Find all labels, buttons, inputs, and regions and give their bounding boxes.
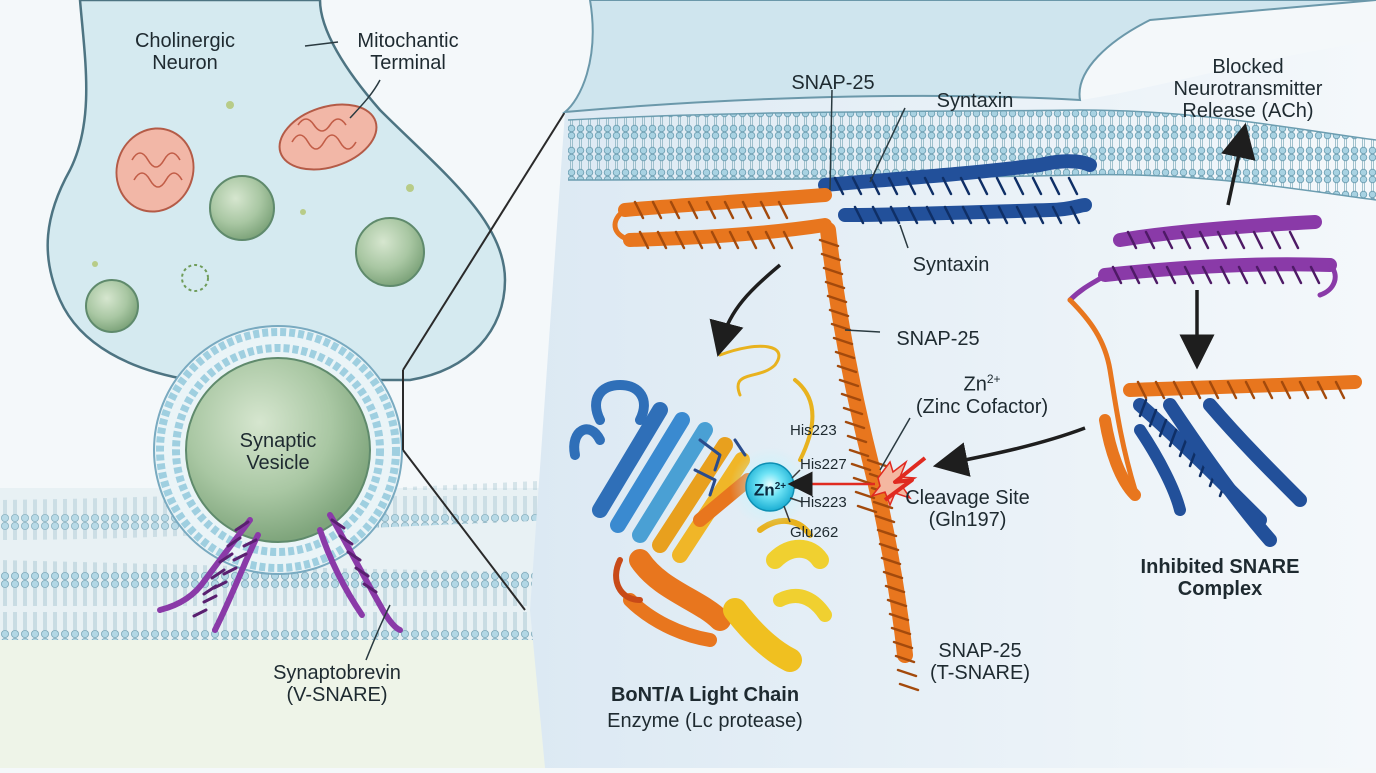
synaptobrevin-helix-inset-2 [1098, 257, 1337, 282]
bont-loop [718, 344, 781, 397]
label-synaptobrevin: Synaptobrevin(V-SNARE) [273, 662, 401, 706]
label-residue-his223-b: His223 [800, 494, 847, 511]
syntaxin-helix-inset-3 [1203, 398, 1307, 507]
label-syntaxin-top: Syntaxin [936, 90, 1014, 112]
zoom-callout [402, 111, 566, 611]
inset-leader-lines [829, 89, 911, 471]
label-snap25-mid: SNAP-25 [896, 328, 980, 350]
process-arrows [709, 122, 1256, 477]
plasma-membrane-inset [568, 110, 1376, 200]
label-snap25-top: SNAP-25 [791, 72, 875, 94]
label-residue-his227: His227 [800, 456, 847, 473]
bont-light-chain-structure [569, 344, 832, 672]
mitochondrion-1 [115, 127, 195, 213]
label-bont-subtitle: Enzyme (Lc protease) [607, 710, 803, 732]
label-zinc-ion: Zn2+ [753, 480, 787, 500]
bont-helix-1 [629, 549, 731, 631]
arrow-to-cleavage [932, 426, 1086, 477]
syntaxin-helix-top [818, 154, 1097, 192]
beta-strand-1 [592, 402, 668, 518]
syntaxin-helix-bottom [838, 198, 1092, 222]
label-blocked-release: Blocked Neurotransmitter Release (ACh) [1173, 56, 1323, 122]
synaptobrevin-helix-inset-1 [1113, 215, 1322, 247]
synaptic-vesicle [153, 325, 403, 575]
label-syntaxin-mid: Syntaxin [912, 254, 990, 276]
label-residue-glu262: Glu262 [790, 524, 839, 541]
arrow-blocked-release [1221, 122, 1256, 206]
cleavage-site-marker [787, 456, 927, 508]
syntaxin-helix-inset-2 [1163, 398, 1277, 547]
arrow-to-enzyme [709, 263, 782, 357]
inset-panel [530, 0, 1376, 768]
label-residue-his223-a: His223 [790, 422, 837, 439]
label-snap25-tsnare: SNAP-25(T-SNARE) [930, 640, 1030, 684]
left-leader-lines [304, 41, 391, 661]
label-bont-title: BoNT/A Light Chain [610, 684, 800, 706]
label-cleavage-site: Cleavage Site(Gln197) [905, 487, 1030, 531]
label-zinc-cofactor: Zn2+ (Zinc Cofactor) [915, 372, 1049, 418]
left-panel [0, 0, 560, 768]
snap25-helix-inset [1123, 375, 1362, 397]
mitochondrion-2 [278, 103, 378, 171]
snap25-helix-top [618, 188, 832, 217]
synaptobrevin-helix-1 [157, 517, 253, 613]
small-vesicles [85, 101, 425, 333]
snare-helices [612, 154, 1362, 692]
zinc-ion [730, 447, 810, 527]
synaptobrevin-helix-2 [212, 532, 261, 633]
synaptobrevin-helices [157, 512, 403, 633]
neuron-background-top [561, 0, 1376, 114]
bont-helix-2 [723, 598, 802, 672]
